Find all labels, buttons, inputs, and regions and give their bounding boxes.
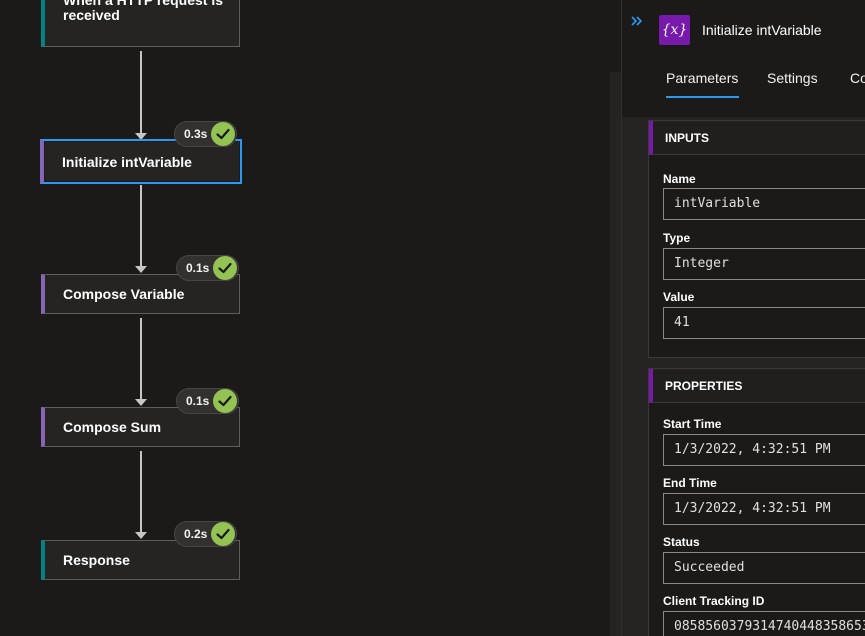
designer-canvas: When a HTTP request is received Initiali… (40, 0, 242, 580)
step-label: Compose Sum (63, 419, 162, 435)
duration-text: 0.3s (184, 127, 208, 141)
section-header: INPUTS (649, 121, 865, 155)
step-card-http-trigger[interactable]: When a HTTP request is received (41, 0, 240, 47)
duration-text: 0.2s (184, 527, 208, 541)
name-label: Name (663, 172, 696, 186)
duration-badge: 0.1s (176, 255, 240, 281)
value-label: Value (663, 290, 695, 304)
section-header: PROPERTIES (649, 369, 865, 403)
name-field[interactable]: intVariable (663, 188, 865, 220)
tab-parameters[interactable]: Parameters (666, 70, 739, 86)
step-label: Compose Variable (63, 286, 185, 302)
success-check-icon (211, 122, 236, 146)
connector-4 (140, 451, 142, 533)
success-check-icon (213, 389, 238, 413)
connector-1 (140, 51, 142, 134)
details-panel: {x} Initialize intVariable Parameters Se… (621, 0, 865, 636)
step-label-line2: received (63, 7, 120, 23)
end-time-field[interactable]: 1/3/2022, 4:32:51 PM (663, 493, 865, 525)
active-tab-indicator (666, 96, 739, 98)
step-label-line1: When a HTTP request is (63, 0, 223, 8)
value-field[interactable]: 41 (663, 307, 865, 339)
client-tracking-id-label: Client Tracking ID (663, 594, 765, 608)
start-time-label: Start Time (663, 417, 722, 431)
end-time-label: End Time (663, 476, 717, 490)
step-label: When a HTTP request is received (63, 0, 223, 25)
status-field[interactable]: Succeeded (663, 552, 865, 584)
panel-divider (610, 72, 622, 636)
variable-action-icon: {x} (659, 15, 690, 45)
duration-text: 0.1s (186, 261, 210, 275)
client-tracking-id-field[interactable]: 08585603793147404483586530 (663, 611, 865, 636)
type-field[interactable]: Integer (663, 248, 865, 280)
double-chevron-right-icon[interactable] (630, 14, 644, 28)
type-label: Type (663, 231, 691, 245)
connector-arrow-3 (135, 399, 147, 406)
duration-badge: 0.1s (176, 388, 240, 414)
step-card-compose-variable[interactable]: Compose Variable (41, 274, 240, 314)
status-label: Status (663, 535, 700, 549)
connector-arrow-2 (135, 266, 147, 273)
start-time-field[interactable]: 1/3/2022, 4:32:51 PM (663, 434, 865, 466)
connector-2 (140, 185, 142, 267)
panel-scroll-area[interactable]: INPUTS Name intVariable Type Integer Val… (622, 117, 865, 636)
step-label: Initialize intVariable (62, 153, 192, 170)
tab-settings[interactable]: Settings (767, 70, 818, 86)
step-card-response[interactable]: Response (41, 540, 240, 580)
success-check-icon (211, 522, 236, 546)
tab-code-view[interactable]: Co (850, 70, 865, 86)
duration-badge: 0.2s (174, 521, 238, 547)
step-label: Response (63, 552, 130, 568)
duration-text: 0.1s (186, 394, 210, 408)
properties-section: PROPERTIES Start Time 1/3/2022, 4:32:51 … (648, 368, 865, 636)
inputs-section: INPUTS Name intVariable Type Integer Val… (648, 120, 865, 358)
variable-icon-text: {x} (661, 22, 688, 38)
connector-3 (140, 318, 142, 400)
success-check-icon (213, 256, 238, 280)
panel-title: Initialize intVariable (702, 22, 822, 38)
panel-tabs: Parameters Settings Co (622, 66, 865, 100)
connector-arrow-4 (135, 532, 147, 539)
duration-badge: 0.3s (174, 121, 238, 147)
connector-arrow-1 (135, 133, 147, 140)
